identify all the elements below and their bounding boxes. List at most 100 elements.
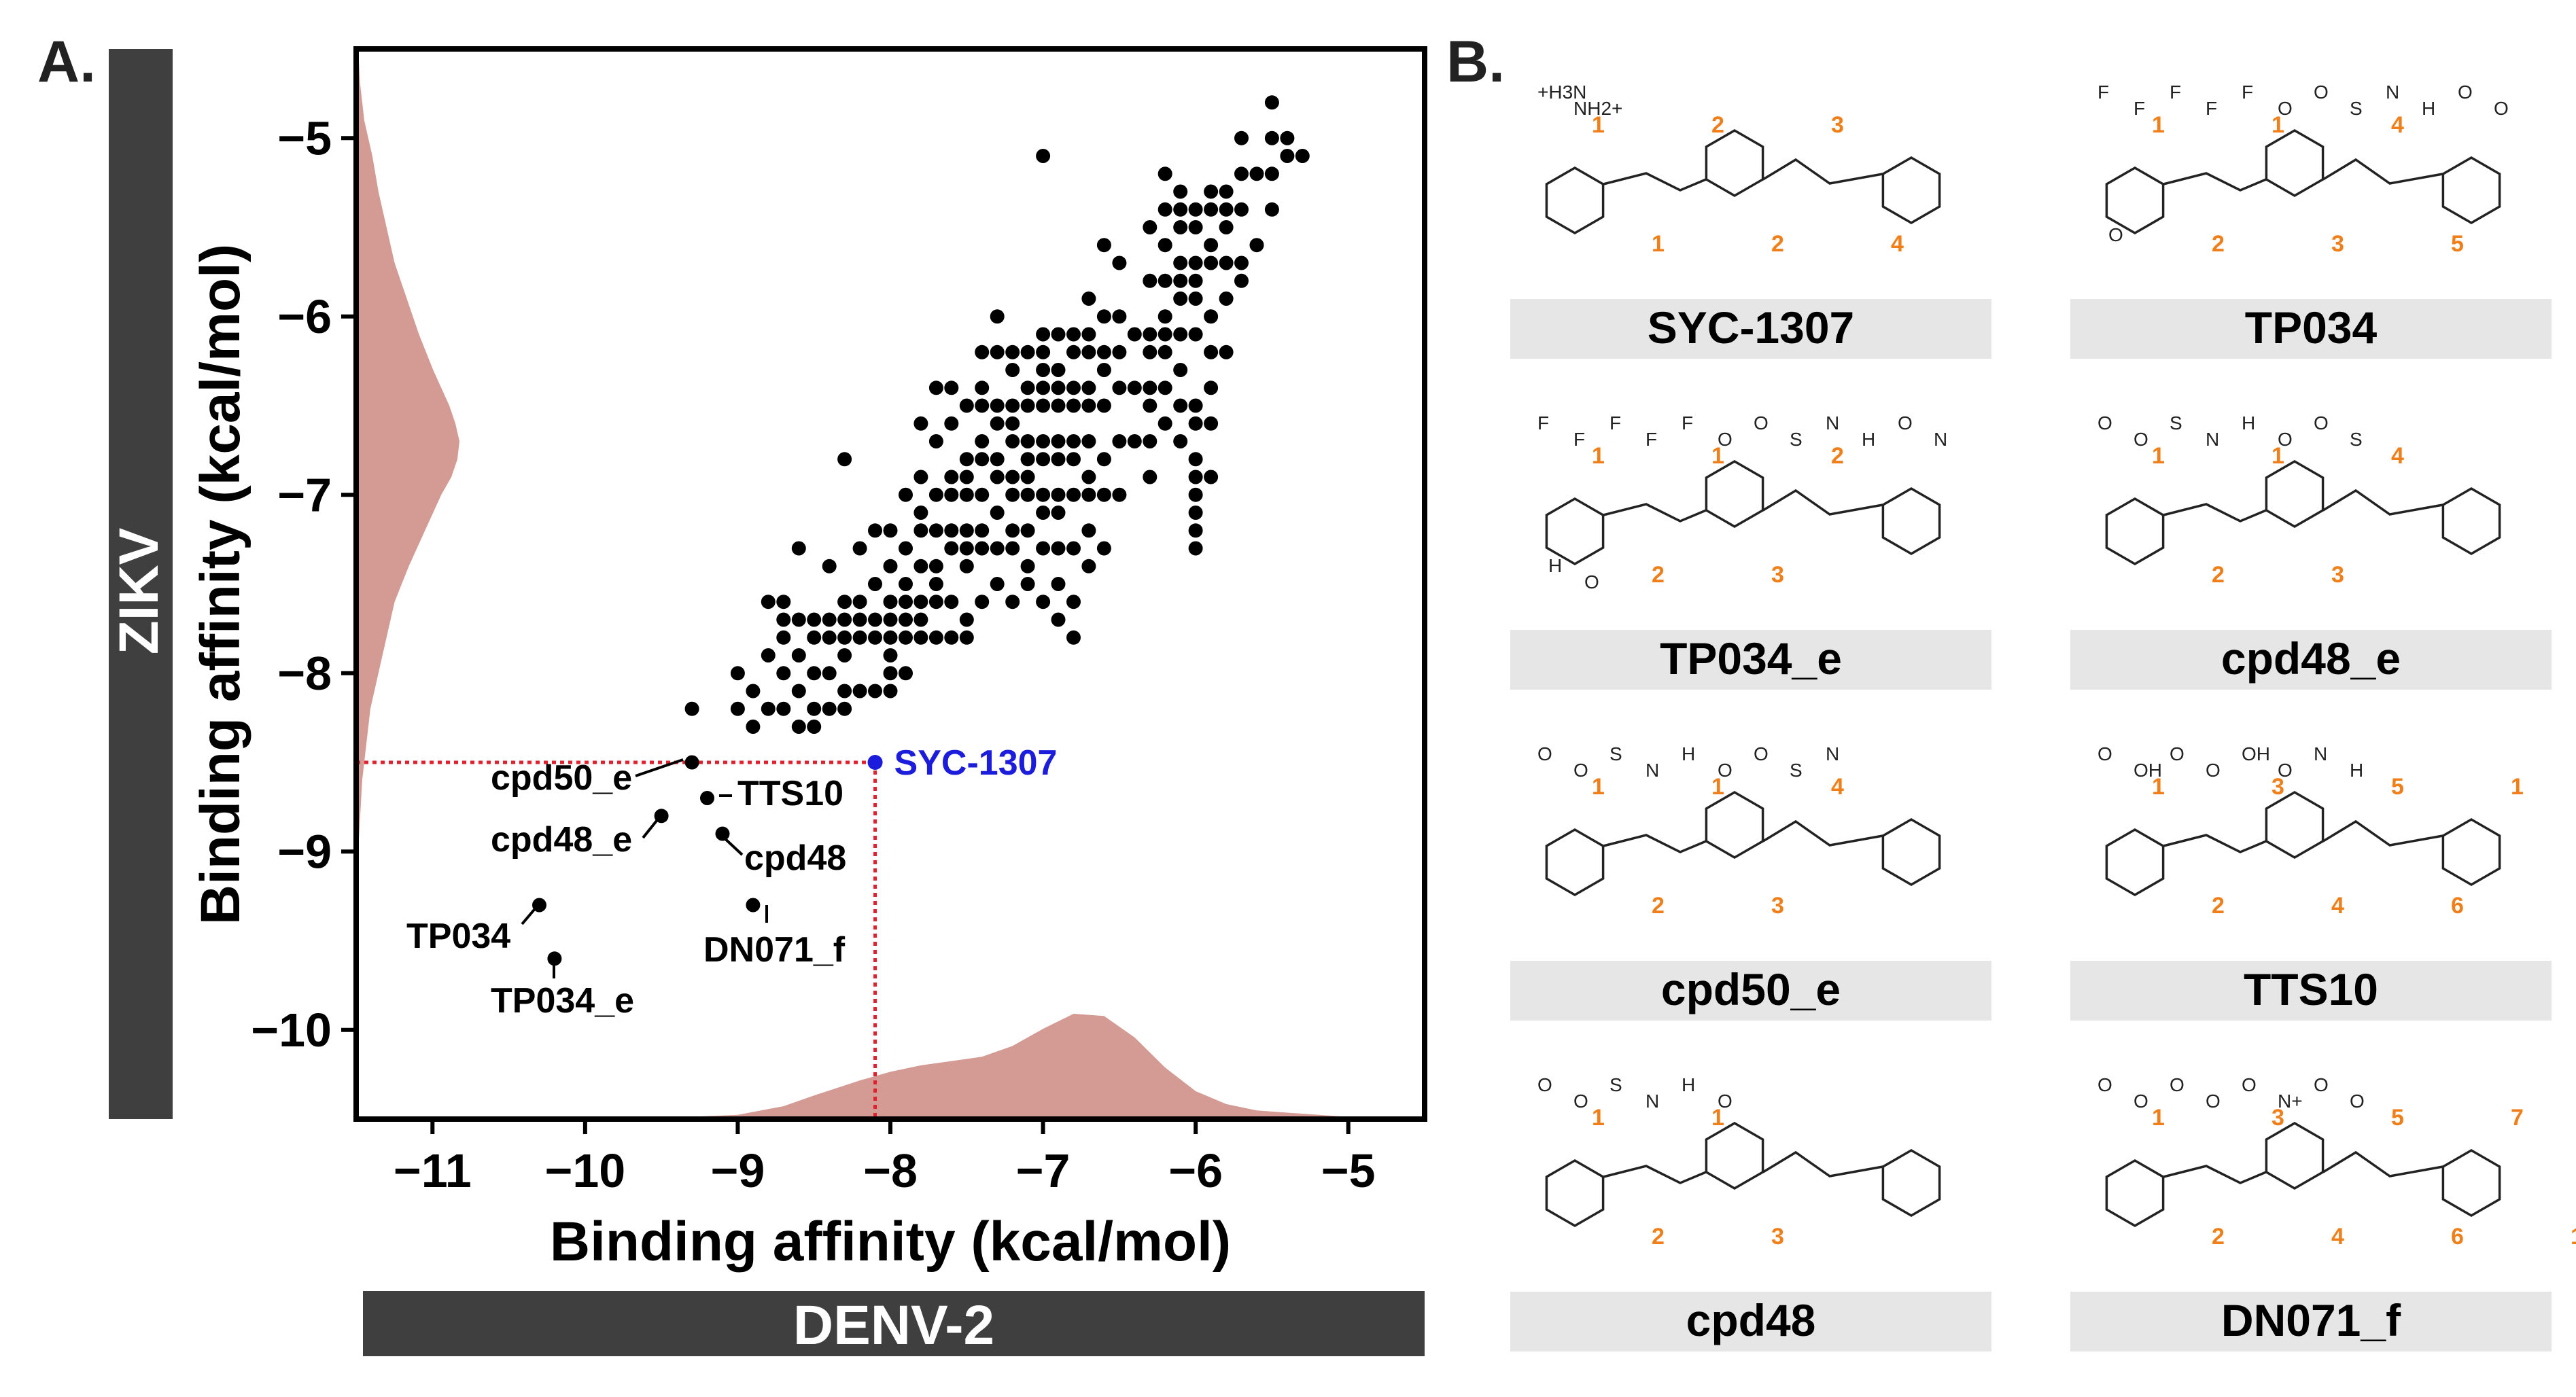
data-point xyxy=(1143,381,1158,395)
data-point xyxy=(1066,487,1081,502)
data-point xyxy=(1096,238,1111,253)
data-point xyxy=(1066,344,1081,359)
interaction-number: 2 xyxy=(2212,562,2225,588)
interaction-number: 1 xyxy=(1592,774,1605,800)
data-point xyxy=(990,577,1005,591)
interaction-number: 2 xyxy=(2212,231,2225,257)
atom-label: O xyxy=(2242,1074,2257,1095)
data-point xyxy=(776,595,791,609)
data-point xyxy=(1005,487,1020,502)
data-point xyxy=(1204,184,1219,199)
panel-b-label: B. xyxy=(1446,29,1505,94)
data-point xyxy=(1066,452,1081,467)
compound-name-box xyxy=(2070,630,2552,690)
data-point xyxy=(1158,309,1172,324)
atom-label: H xyxy=(2242,412,2255,434)
annotated-point xyxy=(715,826,730,841)
annotated-point xyxy=(746,898,761,913)
compound-name: DN071_f xyxy=(2221,1295,2401,1345)
interaction-number: 5 xyxy=(2451,231,2464,257)
annotation-label: cpd48_e xyxy=(491,820,632,860)
interaction-number: 3 xyxy=(2331,231,2344,257)
data-point xyxy=(899,666,913,681)
data-point xyxy=(1173,434,1188,448)
data-point xyxy=(1204,238,1219,253)
data-point xyxy=(776,630,791,645)
interaction-number: 2 xyxy=(1652,1224,1665,1250)
data-point xyxy=(990,506,1005,520)
data-point xyxy=(1188,255,1203,270)
data-point xyxy=(1051,506,1066,520)
compound-name-box xyxy=(1510,630,1991,690)
atom-label: S xyxy=(2350,98,2363,119)
points-layer xyxy=(532,95,1310,966)
data-point xyxy=(837,595,852,609)
highlight-point xyxy=(867,755,883,770)
atom-label: O xyxy=(1573,760,1588,781)
data-point xyxy=(1173,398,1188,413)
data-point xyxy=(990,541,1005,556)
data-point xyxy=(868,684,882,698)
data-point xyxy=(1051,434,1066,448)
x-tick-label: −6 xyxy=(1168,1144,1223,1197)
data-point xyxy=(1188,273,1203,288)
data-point xyxy=(1234,255,1249,270)
data-point xyxy=(807,701,822,716)
interaction-number: 1 xyxy=(2152,774,2165,800)
data-point xyxy=(944,470,959,484)
atom-label: F xyxy=(2242,82,2253,103)
data-point xyxy=(883,612,898,627)
data-point xyxy=(959,523,974,538)
interaction-number: 5 xyxy=(2391,774,2404,800)
atom-label: N xyxy=(1646,1091,1659,1112)
data-point xyxy=(913,506,928,520)
data-point xyxy=(1173,273,1188,288)
compound-name-box xyxy=(2070,961,2552,1021)
data-point xyxy=(1204,309,1219,324)
data-point xyxy=(1158,273,1172,288)
interaction-number: 1 xyxy=(2152,1105,2165,1131)
data-point xyxy=(807,630,822,645)
data-point xyxy=(1219,202,1234,217)
data-point xyxy=(944,416,959,431)
atom-label: N xyxy=(1646,760,1659,781)
data-point xyxy=(1264,202,1279,217)
annotated-point xyxy=(547,951,562,966)
interaction-number: 3 xyxy=(1771,1224,1784,1250)
data-point xyxy=(1188,202,1203,217)
data-point xyxy=(1020,487,1035,502)
data-point xyxy=(913,559,928,573)
atom-label: O xyxy=(1537,743,1552,764)
data-point xyxy=(807,612,822,627)
interaction-number: 3 xyxy=(1771,893,1784,919)
data-point xyxy=(1051,577,1066,591)
data-point xyxy=(822,630,837,645)
data-point xyxy=(959,559,974,573)
x-tick-label: −8 xyxy=(863,1144,918,1197)
data-point xyxy=(944,595,959,609)
annotation-label: TTS10 xyxy=(737,774,843,813)
data-point xyxy=(1081,398,1096,413)
x-tick-label: −10 xyxy=(544,1144,625,1197)
data-point xyxy=(761,701,776,716)
data-point xyxy=(1204,344,1219,359)
data-point xyxy=(1066,595,1081,609)
annotation-label: cpd50_e xyxy=(491,758,632,798)
data-point xyxy=(913,523,928,538)
data-point xyxy=(837,612,852,627)
data-point xyxy=(1158,344,1172,359)
compound-name-box xyxy=(1510,961,1991,1021)
data-point xyxy=(1158,238,1172,253)
data-point xyxy=(1173,363,1188,377)
data-point xyxy=(1204,255,1219,270)
data-point xyxy=(883,559,898,573)
data-point xyxy=(1280,149,1295,163)
data-point xyxy=(776,666,791,681)
data-point xyxy=(990,470,1005,484)
data-point xyxy=(822,559,837,573)
compound-name: SYC-1307 xyxy=(1648,302,1855,353)
